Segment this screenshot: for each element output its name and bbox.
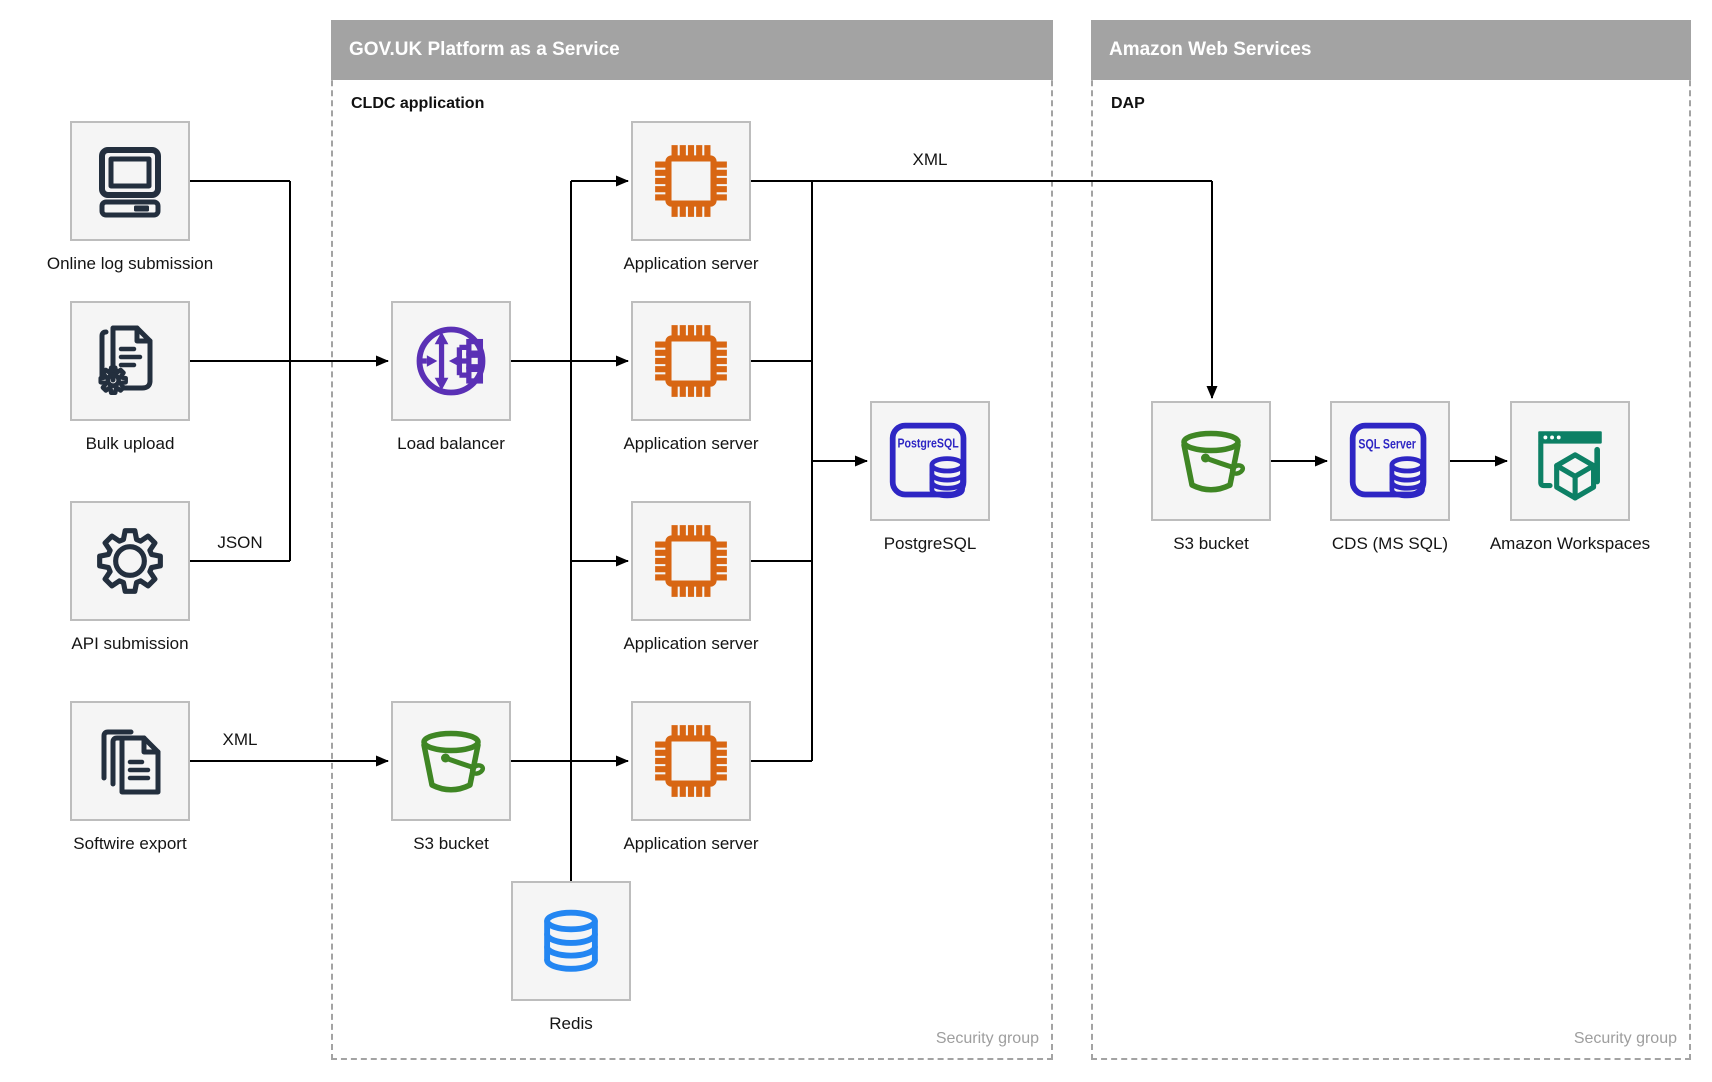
container-govuk-paas: GOV.UK Platform as a Service CLDC applic… <box>331 20 1053 1060</box>
gear-icon <box>97 528 163 594</box>
chip-icon <box>655 525 727 597</box>
container-govuk-paas-header: GOV.UK Platform as a Service <box>331 20 1053 80</box>
node-application-server-2: Application server <box>623 301 759 453</box>
node-label: Application server <box>623 834 759 853</box>
paas-security-group-label: Security group <box>935 1030 1039 1047</box>
dap-label: DAP <box>1111 95 1145 112</box>
sql-server-icon-text: SQL Server <box>1358 437 1415 452</box>
edge-label-xml-transfer: XML <box>909 150 951 169</box>
container-aws: Amazon Web Services DAP Security group <box>1091 20 1691 1060</box>
edge-label-xml-export: XML <box>219 730 261 749</box>
documents-icon <box>101 729 161 795</box>
node-redis: Redis <box>511 881 631 1033</box>
node-label: Application server <box>623 254 759 273</box>
node-label: Application server <box>623 434 759 453</box>
chip-icon <box>655 145 727 217</box>
node-api-submission: API submission <box>70 501 190 653</box>
chip-icon <box>655 325 727 397</box>
node-softwire-export: Softwire export <box>70 701 190 853</box>
aws-security-group-label: Security group <box>1573 1030 1677 1047</box>
container-aws-header: Amazon Web Services <box>1091 20 1691 80</box>
node-postgresql: PostgreSQL PostgreSQL <box>870 401 990 553</box>
node-amazon-workspaces: Amazon Workspaces <box>1490 401 1650 553</box>
node-label: CDS (MS SQL) <box>1331 534 1449 553</box>
node-label: Amazon Workspaces <box>1489 534 1651 553</box>
node-s3-bucket-paas: S3 bucket <box>391 701 511 853</box>
node-load-balancer: Load balancer <box>391 301 511 453</box>
postgresql-icon-text: PostgreSQL <box>897 436 958 451</box>
computer-icon <box>99 147 161 218</box>
node-application-server-3: Application server <box>623 501 759 653</box>
node-label: S3 bucket <box>413 834 489 853</box>
node-application-server-4: Application server <box>623 701 759 853</box>
bucket-icon <box>421 730 486 793</box>
node-label: Softwire export <box>73 834 187 853</box>
node-label: Load balancer <box>397 434 505 453</box>
cldc-application-label: CLDC application <box>351 95 485 112</box>
document-gear-icon <box>98 325 153 395</box>
node-label: S3 bucket <box>1173 534 1249 553</box>
node-label: Application server <box>623 634 759 653</box>
node-label: Redis <box>549 1014 593 1033</box>
node-s3-bucket-aws: S3 bucket <box>1151 401 1271 553</box>
node-application-server-1: Application server <box>623 121 759 273</box>
postgresql-icon: PostgreSQL <box>889 422 967 499</box>
node-label: PostgreSQL <box>883 534 977 553</box>
node-label: Online log submission <box>46 254 214 273</box>
chip-icon <box>655 725 727 797</box>
redis-icon <box>544 909 598 972</box>
workspaces-icon <box>1538 431 1602 501</box>
node-online-log-submission: Online log submission <box>47 121 213 273</box>
sql-server-icon: SQL Server <box>1349 422 1427 499</box>
node-cds-ms-sql: SQL Server CDS (MS SQL) <box>1330 401 1450 553</box>
load-balancer-icon <box>416 326 486 396</box>
node-bulk-upload: Bulk upload <box>70 301 190 453</box>
container-govuk-paas-title: GOV.UK Platform as a Service <box>349 39 620 60</box>
bucket-icon <box>1181 430 1246 493</box>
node-label: API submission <box>71 634 189 653</box>
edge-label-json: JSON <box>214 533 266 552</box>
container-aws-title: Amazon Web Services <box>1109 39 1312 60</box>
node-label: Bulk upload <box>85 434 175 453</box>
